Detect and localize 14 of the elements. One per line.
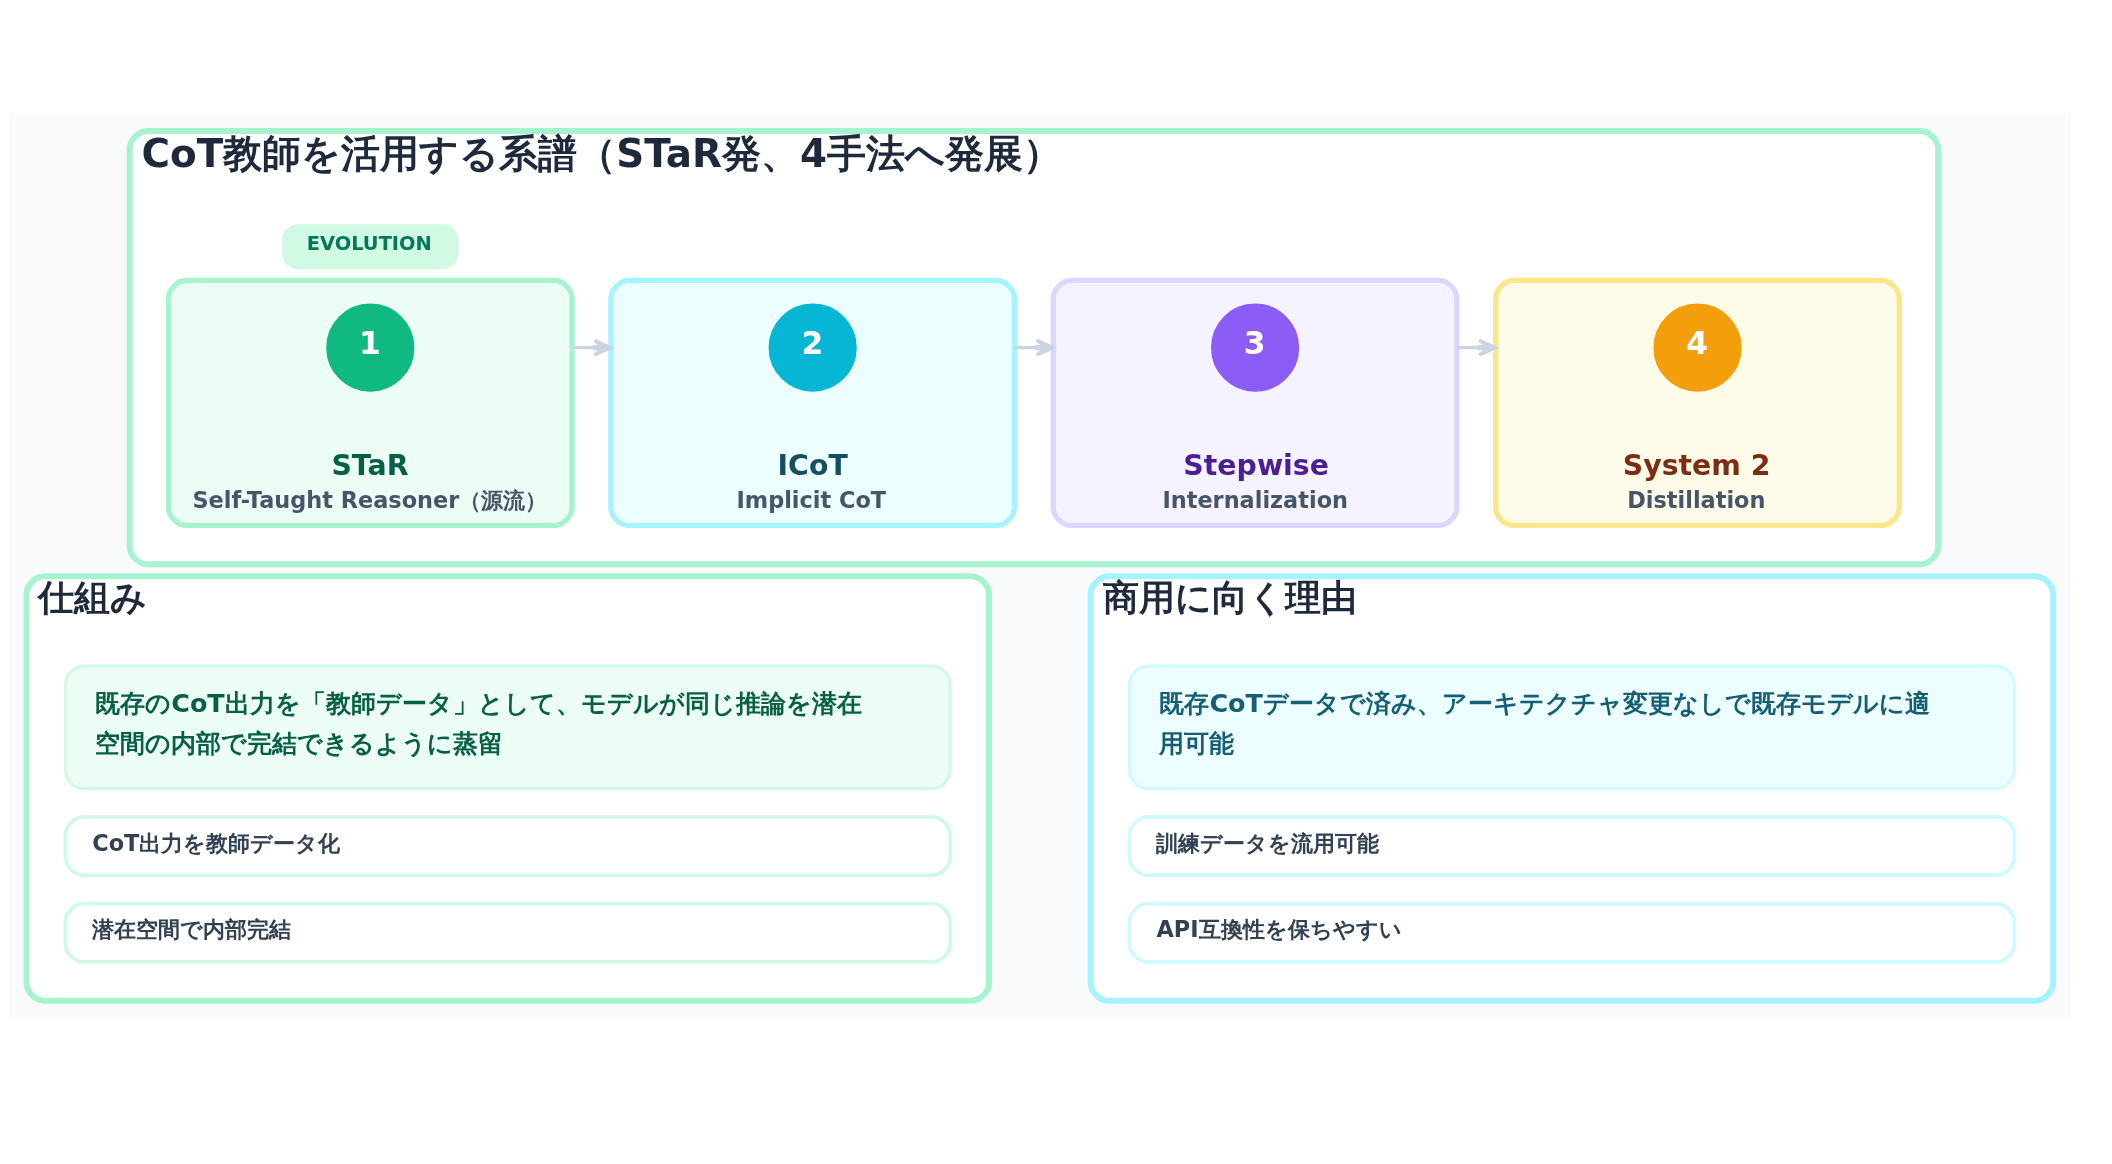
node-box: EVOLUTION — [282, 224, 459, 270]
node-circle: 3 — [1211, 303, 1300, 392]
node-box: 潜在空間で内部完結 — [63, 901, 953, 964]
node-box: 既存CoTデータで済み、アーキテクチャ変更なしで既存モデルに適用可能 — [1128, 664, 2016, 791]
node-circle: 2 — [768, 303, 857, 392]
node-box: 訓練データを流用可能 — [1127, 815, 2017, 878]
arrow — [1014, 338, 1055, 357]
node-circle: 4 — [1653, 303, 1742, 392]
arrow — [1456, 338, 1498, 357]
node-box: CoT出力を教師データ化 — [63, 815, 953, 878]
node-box: API互換性を保ちやすい — [1127, 901, 2017, 964]
arrow — [572, 338, 613, 357]
node-box: 既存のCoT出力を「教師データ」として、モデルが同じ推論を潜在空間の内部で完結できるように蒸留 — [63, 664, 952, 791]
node-circle: 1 — [326, 303, 415, 392]
